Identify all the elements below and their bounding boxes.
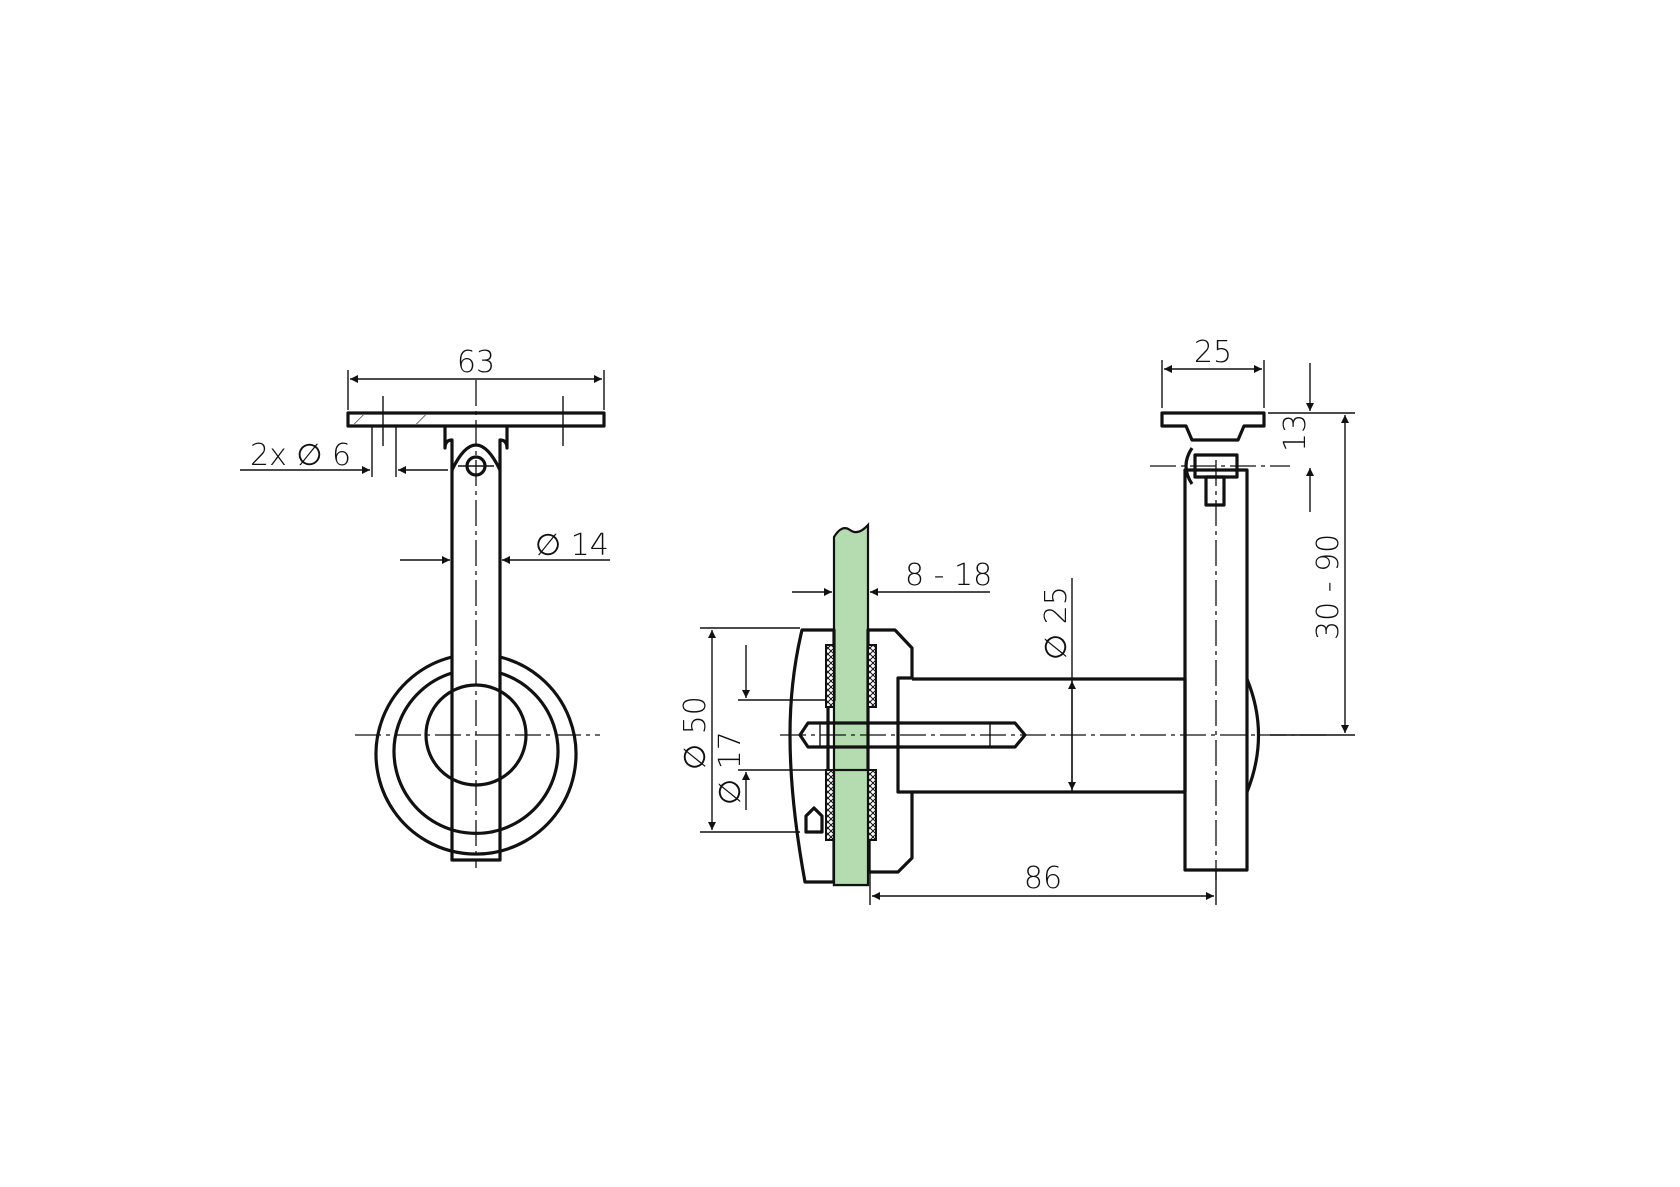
- dim-plate-width: 63: [457, 345, 495, 380]
- inner-ring: [392, 671, 560, 836]
- dim-hole-diameter: ∅ 17: [713, 731, 748, 805]
- dim-height-range: 30 - 90: [1311, 534, 1346, 640]
- dim-saddle-width: 25: [1194, 335, 1232, 370]
- dim-holes: 2x ∅ 6: [250, 438, 351, 473]
- dim-arm-diameter: ∅ 14: [535, 528, 609, 563]
- dim-disc-diameter: ∅ 50: [678, 696, 713, 770]
- side-section-view: 8 - 18 ∅ 50 ∅ 17 ∅ 25 86 25 13: [678, 335, 1355, 905]
- handrail-saddle: [1160, 411, 1266, 442]
- inner-clamp-disc: [866, 628, 914, 874]
- dim-projection: 86: [1024, 861, 1062, 896]
- dim-glass-thickness: 8 - 18: [905, 558, 992, 593]
- outer-ring: [374, 655, 578, 856]
- front-view: 63 2x ∅ 6 ∅ 14: [240, 345, 610, 868]
- dim-saddle-height: 13: [1278, 414, 1313, 452]
- dim-rod-diameter: ∅ 25: [1039, 586, 1074, 660]
- end-cap: [1245, 678, 1261, 793]
